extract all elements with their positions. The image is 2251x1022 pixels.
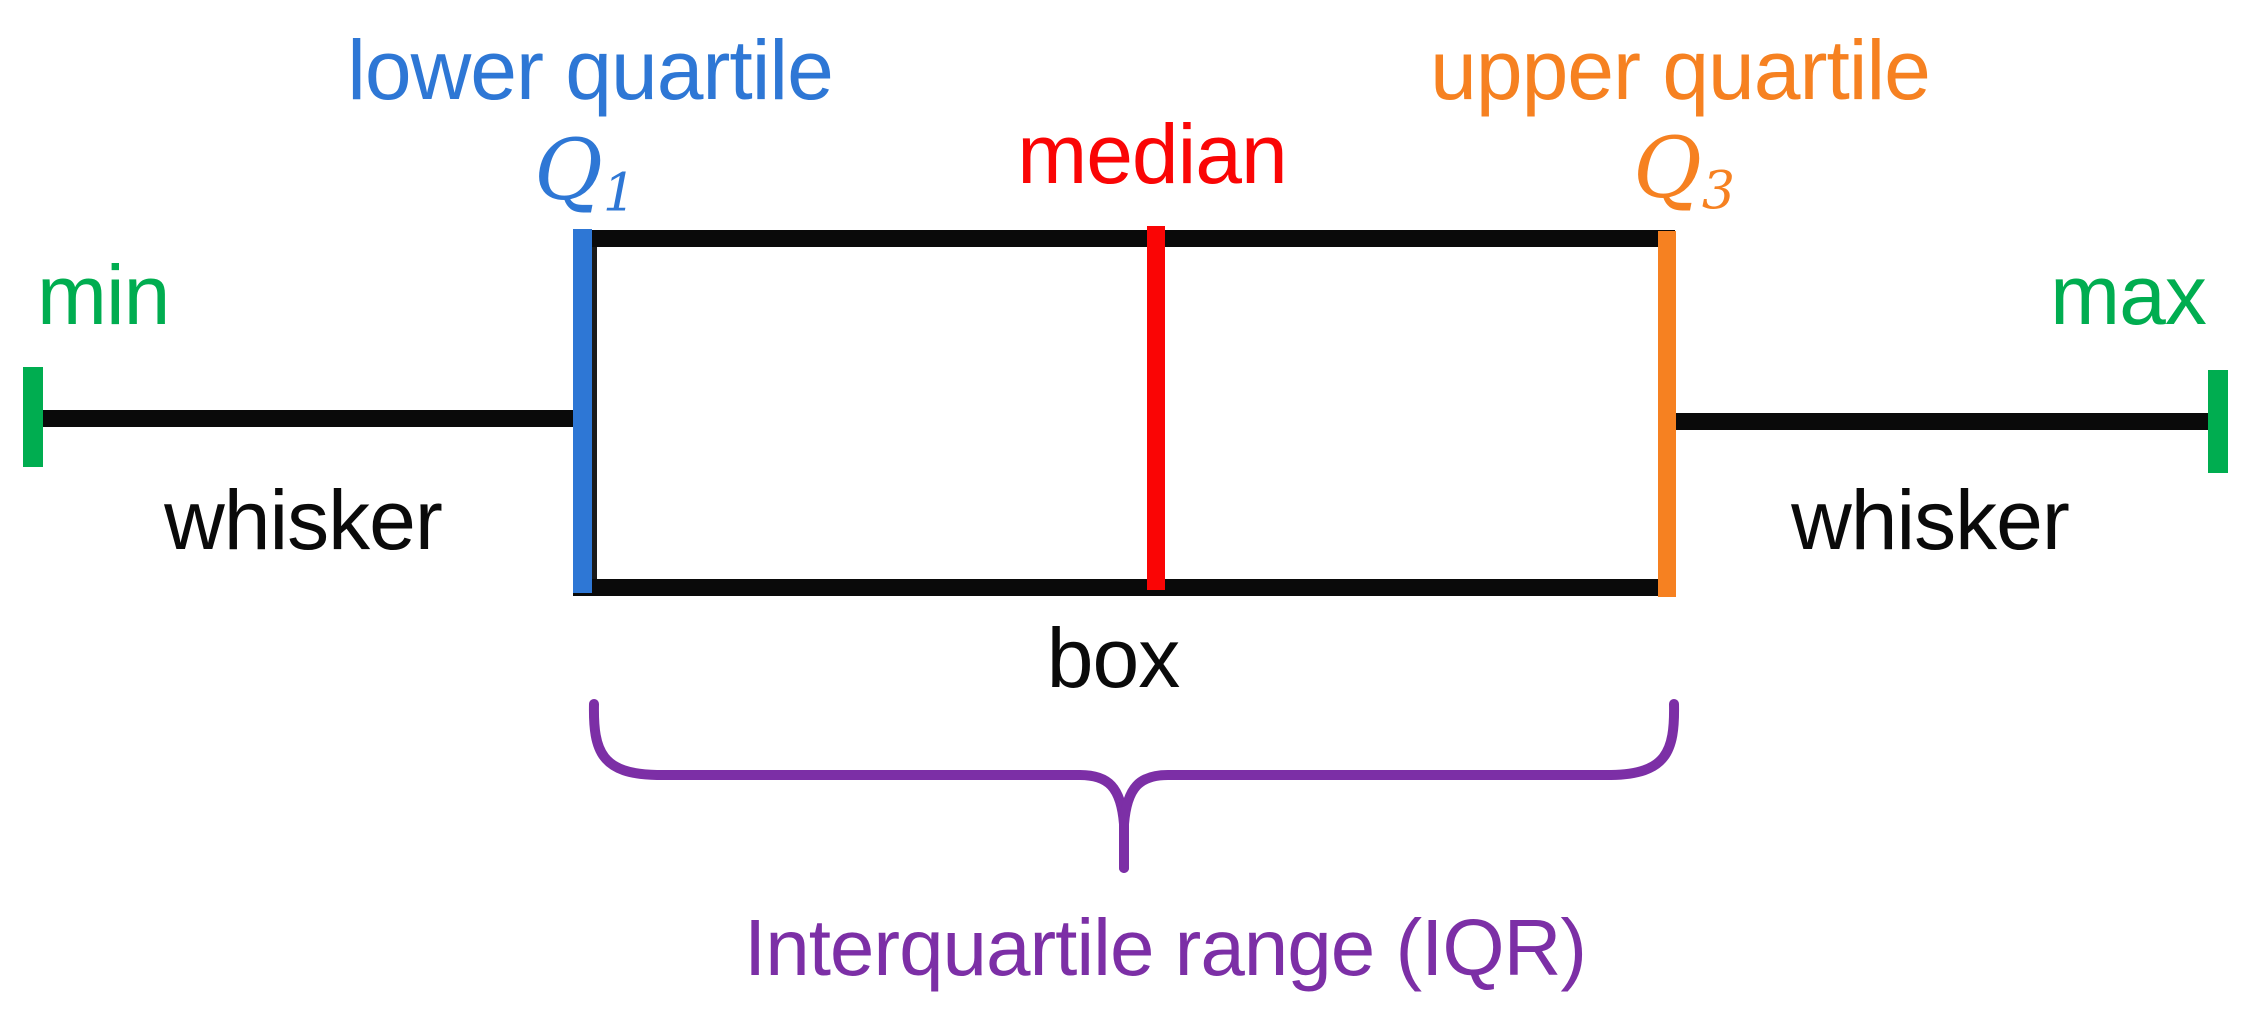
label-upper-quartile: upper quartile (1430, 23, 1931, 117)
box-inner-border (592, 247, 597, 579)
whisker-line-right (1675, 413, 2208, 430)
min-cap (23, 367, 43, 467)
label-whisker-left: whisker (164, 473, 443, 567)
whisker-line-left (43, 410, 573, 427)
label-max: max (2050, 248, 2207, 342)
q3-letter: Q (1632, 119, 1702, 217)
label-iqr: Interquartile range (IQR) (743, 903, 1587, 992)
iqr-brace-right-half (1119, 699, 1680, 873)
q1-line (573, 229, 592, 593)
q1-letter: Q (533, 121, 603, 219)
label-lower-quartile: lower quartile (347, 23, 834, 117)
label-q1: Q1 (534, 128, 636, 220)
box-top-edge (573, 230, 1675, 247)
label-min: min (37, 248, 170, 342)
label-box: box (1046, 611, 1180, 705)
max-cap (2208, 370, 2228, 473)
iqr-brace-left-half (588, 699, 1129, 873)
q3-subscript: 3 (1701, 161, 1736, 222)
box-bottom-edge (573, 579, 1675, 596)
q1-subscript: 1 (602, 163, 637, 224)
label-whisker-right: whisker (1791, 473, 2070, 567)
label-median: median (1017, 107, 1288, 201)
label-q3: Q3 (1633, 126, 1735, 218)
q3-line (1658, 231, 1676, 597)
median-line (1147, 226, 1165, 590)
